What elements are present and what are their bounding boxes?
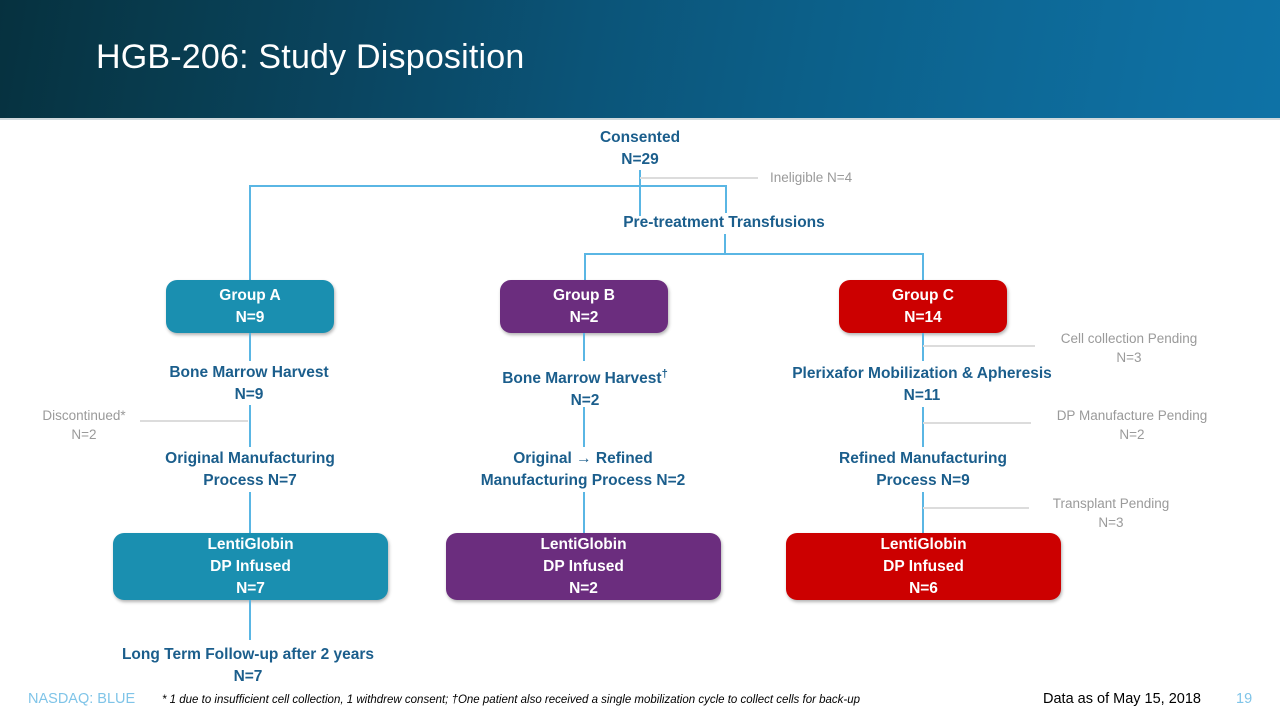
connector-manufacturing-b-to-infused: [583, 492, 585, 534]
note-transplant-pending-label: Transplant Pending: [1052, 496, 1170, 511]
connector-group-c-riser: [922, 253, 924, 281]
node-manufacturing-a-line1: Original Manufacturing: [165, 450, 335, 467]
node-consented-label: Consented: [599, 129, 681, 146]
slide-footnote: * 1 due to insufficient cell collection,…: [162, 694, 861, 706]
node-harvest-b-label: Bone Marrow Harvest: [502, 370, 662, 388]
node-infused-b-line1: LentiGlobin: [540, 535, 627, 553]
page-title: HGB-206: Study Disposition: [96, 38, 525, 76]
node-infused-b-n: N=2: [569, 579, 598, 597]
node-manufacturing-c: Refined Manufacturing Process N=9: [812, 448, 1034, 492]
connector-harvest-a-to-manufacturing: [249, 405, 251, 447]
node-group-c-n: N=14: [904, 308, 942, 326]
node-infused-c[interactable]: LentiGlobin DP Infused N=6: [786, 533, 1061, 600]
node-infused-c-line1: LentiGlobin: [880, 535, 967, 553]
connector-group-b-riser: [584, 253, 586, 281]
connector-manufacturing-c-to-infused: [922, 492, 924, 534]
connector-pretreatment-down: [724, 234, 726, 254]
note-transplant-pending: Transplant Pending N=3: [1020, 494, 1202, 532]
node-consented-n: N=29: [621, 151, 659, 168]
slide-title-bar: HGB-206: Study Disposition: [0, 0, 1280, 118]
node-group-b-label: Group B: [553, 286, 615, 304]
node-harvest-b: Bone Marrow Harvest† N=2: [483, 363, 687, 412]
page-number: 19: [1236, 691, 1253, 707]
note-dp-manufacture-pending-n: N=2: [1119, 427, 1145, 442]
connector-pretreatment-riser: [725, 185, 727, 213]
title-divider: [0, 118, 1280, 120]
node-manufacturing-c-line1: Refined Manufacturing: [839, 450, 1007, 467]
connector-dp-manufacture-pending: [923, 422, 1031, 424]
node-pretreatment-label: Pre-treatment Transfusions: [623, 214, 825, 231]
node-infused-b[interactable]: LentiGlobin DP Infused N=2: [446, 533, 721, 600]
connector-bus-top: [249, 185, 727, 187]
node-infused-a-line2: DP Infused: [210, 557, 291, 575]
connector-transplant-pending: [923, 507, 1029, 509]
node-manufacturing-b-line2: Manufacturing Process N=2: [480, 472, 686, 489]
node-followup-n: N=7: [233, 668, 263, 685]
node-harvest-c-label: Plerixafor Mobilization & Apheresis: [792, 365, 1052, 382]
node-pretreatment: Pre-treatment Transfusions: [583, 212, 865, 234]
node-followup-label: Long Term Follow-up after 2 years: [121, 646, 375, 663]
data-as-of-label: Data as of May 15, 2018: [1043, 691, 1201, 707]
node-manufacturing-c-line2: Process N=9: [876, 472, 970, 489]
node-harvest-a-n: N=9: [234, 386, 264, 403]
connector-manufacturing-a-to-infused: [249, 492, 251, 534]
note-cell-collection-pending: Cell collection Pending N=3: [1029, 329, 1229, 367]
note-ineligible-label: Ineligible N=4: [770, 170, 853, 185]
node-harvest-a-label: Bone Marrow Harvest: [169, 364, 329, 381]
connector-group-b-to-harvest: [583, 333, 585, 361]
node-harvest-c: Plerixafor Mobilization & Apheresis N=11: [763, 363, 1081, 407]
node-harvest-b-n: N=2: [570, 392, 600, 410]
note-cell-collection-pending-n: N=3: [1116, 350, 1142, 365]
node-manufacturing-a: Original Manufacturing Process N=7: [139, 448, 361, 492]
connector-ineligible: [640, 177, 758, 179]
node-followup: Long Term Follow-up after 2 years N=7: [96, 644, 400, 688]
node-manufacturing-b: Original → Refined Manufacturing Process…: [458, 448, 708, 492]
node-infused-b-line2: DP Infused: [543, 557, 624, 575]
connector-group-c-to-harvest: [922, 333, 924, 361]
connector-discontinued: [140, 420, 248, 422]
node-group-a[interactable]: Group A N=9: [166, 280, 334, 333]
node-infused-a-n: N=7: [236, 579, 265, 597]
node-manufacturing-b-line1: Original → Refined: [513, 450, 653, 467]
connector-harvest-c-to-manufacturing: [922, 407, 924, 447]
node-infused-a[interactable]: LentiGlobin DP Infused N=7: [113, 533, 388, 600]
note-discontinued-label: Discontinued*: [42, 408, 126, 423]
connector-group-a-riser: [249, 185, 251, 281]
connector-consented-down: [639, 170, 641, 216]
connector-bus-bc: [584, 253, 924, 255]
note-discontinued-n: N=2: [71, 427, 97, 442]
node-infused-c-n: N=6: [909, 579, 938, 597]
connector-harvest-b-to-manufacturing: [583, 407, 585, 447]
node-harvest-c-n: N=11: [903, 387, 941, 404]
node-consented: Consented N=29: [540, 127, 740, 171]
node-group-c-label: Group C: [892, 286, 954, 304]
node-group-a-n: N=9: [235, 308, 265, 326]
node-group-b-n: N=2: [569, 308, 599, 326]
connector-cell-collection-pending: [923, 345, 1035, 347]
node-group-c[interactable]: Group C N=14: [839, 280, 1007, 333]
node-group-b[interactable]: Group B N=2: [500, 280, 668, 333]
node-harvest-a: Bone Marrow Harvest N=9: [149, 362, 349, 406]
connector-infused-a-to-followup: [249, 600, 251, 640]
note-dp-manufacture-pending: DP Manufacture Pending N=2: [1026, 406, 1238, 444]
connector-group-a-to-harvest: [249, 333, 251, 361]
node-infused-a-line1: LentiGlobin: [207, 535, 294, 553]
node-group-a-label: Group A: [219, 286, 281, 304]
note-discontinued: Discontinued* N=2: [20, 406, 148, 444]
note-cell-collection-pending-label: Cell collection Pending: [1060, 331, 1198, 346]
note-ineligible: Ineligible N=4: [770, 168, 852, 187]
node-harvest-b-dagger: †: [661, 368, 668, 380]
note-transplant-pending-n: N=3: [1098, 515, 1124, 530]
node-manufacturing-a-line2: Process N=7: [203, 472, 297, 489]
note-dp-manufacture-pending-label: DP Manufacture Pending: [1056, 408, 1208, 423]
node-infused-c-line2: DP Infused: [883, 557, 964, 575]
nasdaq-ticker: NASDAQ: BLUE: [28, 691, 136, 707]
